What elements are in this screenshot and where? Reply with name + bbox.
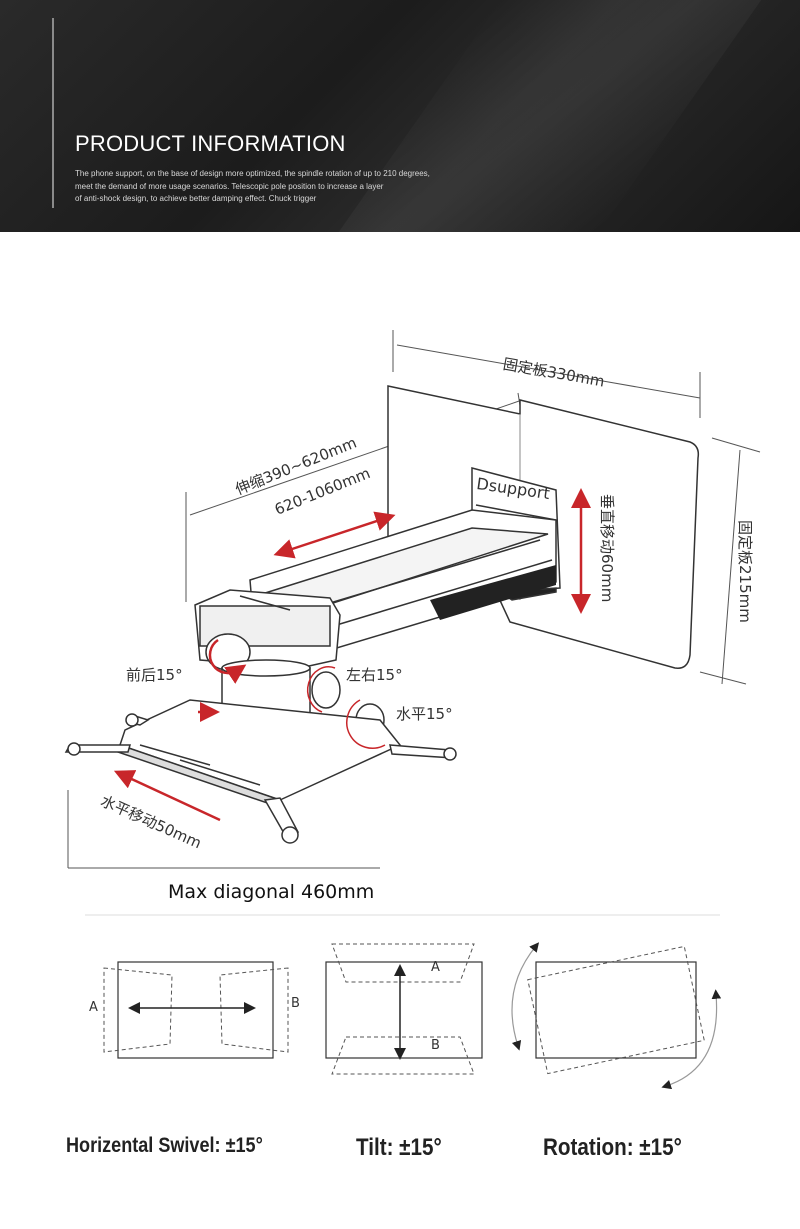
mount-legs [64, 713, 457, 844]
max-diagonal-label: Max diagonal 460mm [168, 881, 375, 903]
tilt-caption: Tilt: ±15° [356, 1134, 442, 1161]
swivel-label-a: A [89, 1000, 98, 1015]
adjustment-arrows [113, 488, 591, 822]
head-block [194, 589, 341, 671]
page-title: PRODUCT INFORMATION [75, 131, 346, 156]
header-divider-line [52, 18, 54, 208]
swivel-diagram [103, 961, 289, 1059]
level-label: 水平15° [396, 705, 453, 723]
header-banner: PRODUCT INFORMATION The phone support, o… [0, 0, 800, 232]
rotation-diagram [511, 942, 722, 1090]
rotation-caption: Rotation: ±15° [543, 1134, 682, 1161]
description-line-3: of anti-shock design, to achieve better … [75, 194, 317, 203]
description-line-2: meet the demand of more usage scenarios.… [75, 181, 384, 191]
product-description: The phone support, on the base of design… [75, 168, 515, 206]
description-line-1: The phone support, on the base of design… [75, 169, 430, 178]
swivel-caption: Horizental Swivel: ±15° [66, 1134, 263, 1157]
tilt-label-b: B [431, 1038, 440, 1053]
swivel-label-b: B [291, 996, 300, 1011]
tilt-left-right-label: 左右15° [346, 666, 403, 684]
dimension-lines [67, 330, 761, 869]
tilt-diagram [325, 943, 483, 1075]
tilt-front-back-label: 前后15° [126, 666, 183, 684]
tilt-label-a: A [431, 960, 440, 975]
